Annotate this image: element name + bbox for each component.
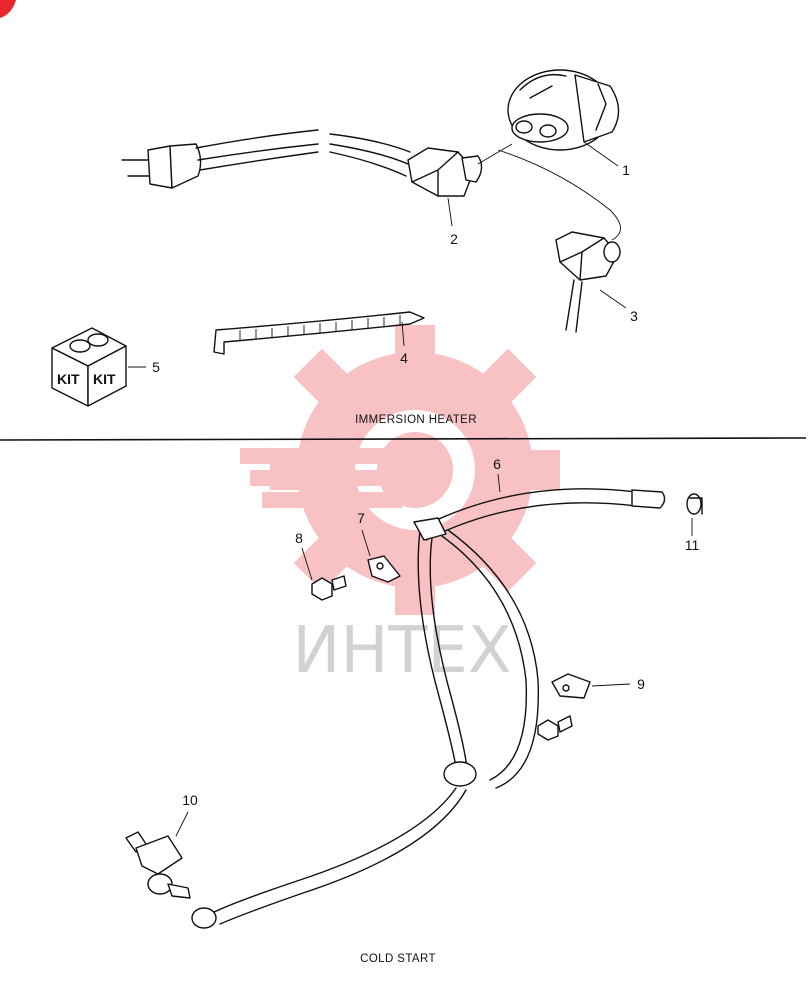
callout-4: 4 xyxy=(400,350,408,366)
connector-wire xyxy=(477,143,513,165)
section-divider xyxy=(0,437,807,441)
bolt-lower xyxy=(537,715,573,741)
tube-clip xyxy=(686,493,703,515)
kit-label-right: KIT xyxy=(93,371,116,387)
kit-label-left: KIT xyxy=(57,371,80,387)
section-title-immersion-heater: IMMERSION HEATER xyxy=(355,414,477,426)
callout-8: 8 xyxy=(295,530,303,546)
callout-9: 9 xyxy=(637,676,645,692)
callout-1: 1 xyxy=(622,162,630,178)
callout-3: 3 xyxy=(630,308,638,324)
cold-start-valve xyxy=(125,831,191,899)
watermark-logo xyxy=(240,325,560,615)
top-leaders xyxy=(128,141,627,368)
cold-start-assembly xyxy=(125,473,703,929)
callout-2: 2 xyxy=(450,231,458,247)
fuel-tube xyxy=(191,488,666,929)
clamp-upper xyxy=(367,555,401,583)
bottom-leaders xyxy=(175,473,693,837)
callout-7: 7 xyxy=(357,510,365,526)
watermark-text: ИНТЕХ xyxy=(292,614,511,688)
kit-box: KIT KIT xyxy=(51,327,127,407)
callout-11: 11 xyxy=(685,537,700,553)
cord-connector xyxy=(407,147,483,197)
callout-10: 10 xyxy=(182,792,198,808)
bolt-upper xyxy=(311,575,347,601)
power-cord xyxy=(195,129,411,177)
element-wire xyxy=(497,149,621,241)
sensor-plug xyxy=(555,231,621,333)
heater-element xyxy=(507,69,620,151)
callout-5: 5 xyxy=(152,359,160,375)
section-title-cold-start: COLD START xyxy=(360,953,436,965)
callout-6: 6 xyxy=(493,456,501,472)
corner-mark xyxy=(0,0,16,18)
cable-tie xyxy=(213,311,425,355)
immersion-heater-assembly: KIT KIT xyxy=(51,69,627,407)
clamp-lower xyxy=(551,673,591,699)
electrical-plug xyxy=(121,143,202,189)
